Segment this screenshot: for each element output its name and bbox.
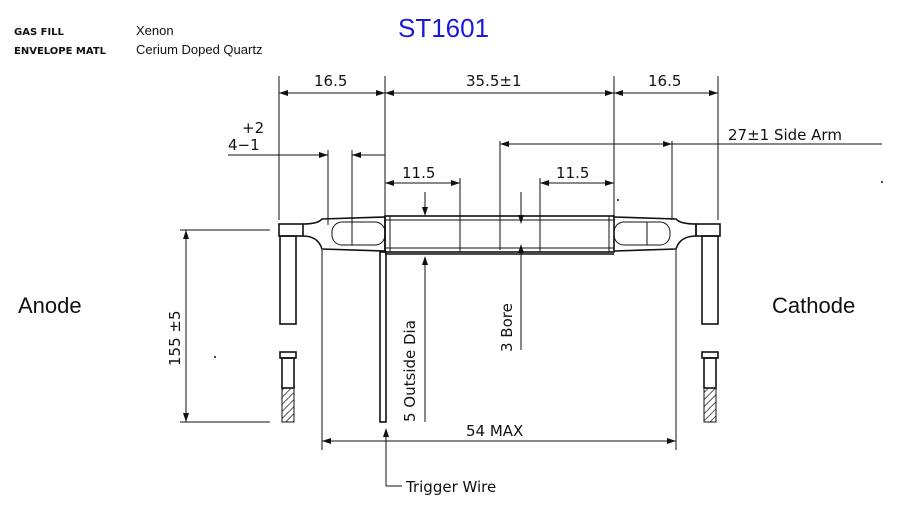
cathode-lead	[701, 235, 719, 423]
envelope-value: Cerium Doped Quartz	[136, 42, 262, 57]
cathode-label: Cathode	[772, 293, 855, 318]
envelope-label: ENVELOPE MATL	[14, 46, 107, 57]
dim-left-length: 16.5	[314, 72, 347, 90]
dim-outside-dia: 5 Outside Dia	[401, 320, 419, 422]
dim-lead-length: 155 ±5	[166, 310, 184, 366]
gas-fill-label: GAS FILL	[14, 27, 65, 38]
trigger-wire	[379, 251, 402, 487]
vertical-dimension-lines	[180, 229, 524, 423]
marker-dot	[881, 181, 883, 183]
gas-fill-value: Xenon	[136, 23, 174, 38]
dim-tolerance-plus: +2	[242, 119, 264, 137]
dim-center-length: 35.5±1	[466, 72, 522, 90]
marker-dot	[214, 356, 216, 358]
dim-overall-length: 54 MAX	[466, 422, 523, 440]
anode-lead	[279, 235, 297, 423]
part-number-title: ST1601	[398, 13, 489, 43]
marker-dot	[617, 199, 619, 201]
trigger-wire-label: Trigger Wire	[405, 478, 496, 496]
top-dimension-lines	[228, 76, 882, 250]
overall-length-dimension	[321, 250, 677, 450]
dim-tolerance-base: 4−1	[228, 136, 260, 154]
dim-right-length: 16.5	[648, 72, 681, 90]
anode-label: Anode	[18, 293, 82, 318]
dim-bore: 3 Bore	[498, 303, 516, 352]
dim-right-inner: 11.5	[556, 164, 589, 182]
dim-left-inner: 11.5	[402, 164, 435, 182]
lamp-body	[278, 215, 721, 255]
dim-side-arm: 27±1 Side Arm	[728, 126, 842, 144]
